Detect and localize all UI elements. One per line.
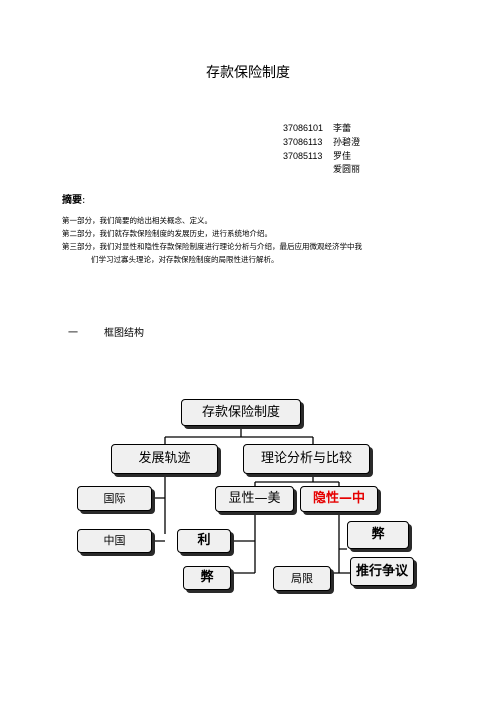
author-line: 37085113 罗佳 bbox=[283, 149, 351, 164]
diagram-branch-history: 发展轨迹 bbox=[111, 444, 218, 474]
author-line: 爱圆丽 bbox=[283, 163, 360, 177]
abstract-line: 们学习过寡头理论，对存款保险制度的局限性进行解析。 bbox=[91, 255, 279, 264]
abstract-heading-colon: : bbox=[82, 195, 86, 206]
diagram-node-china: 中国 bbox=[77, 529, 152, 553]
author-name: 李蕾 bbox=[333, 124, 352, 134]
abstract-line: 第二部分，我们就存款保险制度的发展历史，进行系统地介绍。 bbox=[62, 229, 272, 238]
diagram-root-box: 存款保险制度 bbox=[181, 399, 301, 426]
document-title: 存款保险制度 bbox=[206, 65, 290, 81]
author-line: 37086101 李蕾 bbox=[283, 121, 351, 136]
author-name: 爱圆丽 bbox=[333, 165, 361, 175]
diagram-node-controversy: 推行争议 bbox=[350, 557, 414, 586]
student-id: 37085113 bbox=[283, 151, 323, 161]
student-id: 37086101 bbox=[283, 123, 324, 133]
author-line: 37086113 孙碧澄 bbox=[283, 135, 360, 150]
diagram-node-pro: 利 bbox=[177, 529, 231, 553]
section-title: 框图结构 bbox=[104, 328, 144, 339]
abstract-line: 第一部分，我们简要的给出相关概念、定义。 bbox=[62, 216, 212, 225]
abstract-heading: 摘要: bbox=[62, 194, 85, 208]
diagram-node-implicit-con: 弊 bbox=[347, 521, 409, 549]
diagram-node-international: 国际 bbox=[77, 486, 152, 511]
student-id: 37086113 bbox=[283, 137, 323, 147]
abstract-line: 第三部分，我们对显性和隐性存款保险制度进行理论分析与介绍，最后应用微观经济学中我 bbox=[62, 242, 362, 251]
author-name: 罗佳 bbox=[333, 152, 352, 162]
diagram-node-explicit: 显性—美 bbox=[215, 486, 294, 512]
diagram-node-limitation: 局限 bbox=[273, 566, 331, 591]
diagram-node-con: 弊 bbox=[183, 566, 231, 590]
section-number: 一 bbox=[68, 328, 78, 339]
abstract-heading-text: 摘要 bbox=[62, 195, 82, 206]
author-name: 孙碧澄 bbox=[333, 138, 361, 148]
diagram-node-implicit: 隐性—中 bbox=[300, 486, 378, 512]
diagram-branch-theory: 理论分析与比较 bbox=[243, 444, 370, 474]
